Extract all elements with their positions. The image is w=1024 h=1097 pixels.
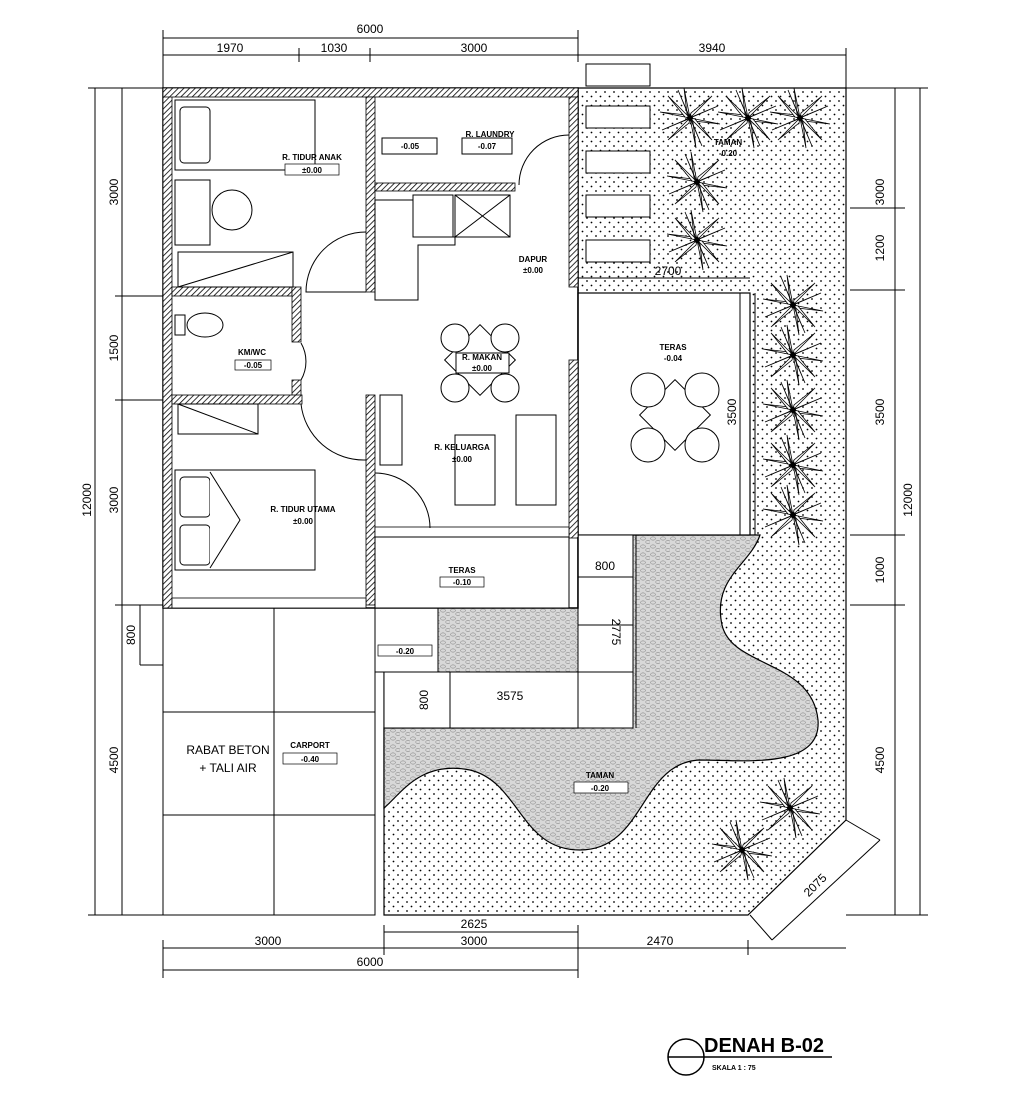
title-block: DENAH B-02 SKALA 1 : 75 — [667, 1035, 832, 1076]
svg-text:3000: 3000 — [255, 934, 282, 948]
svg-text:3000: 3000 — [461, 934, 488, 948]
svg-text:CARPORT: CARPORT — [290, 741, 330, 750]
svg-text:-0.07: -0.07 — [478, 142, 497, 151]
svg-text:2625: 2625 — [461, 917, 488, 931]
svg-text:±0.00: ±0.00 — [452, 455, 473, 464]
svg-text:±0.00: ±0.00 — [523, 266, 544, 275]
svg-text:-0.04: -0.04 — [664, 354, 683, 363]
svg-text:12000: 12000 — [80, 483, 94, 517]
svg-text:1030: 1030 — [321, 41, 348, 55]
furniture — [174, 99, 720, 571]
svg-text:3000: 3000 — [873, 178, 887, 205]
svg-text:KM/WC: KM/WC — [238, 348, 266, 357]
svg-text:3940: 3940 — [699, 41, 726, 55]
svg-text:-0.05: -0.05 — [244, 361, 263, 370]
svg-text:800: 800 — [124, 625, 138, 645]
svg-text:TERAS: TERAS — [448, 566, 476, 575]
svg-text:4500: 4500 — [873, 746, 887, 773]
svg-text:3000: 3000 — [107, 486, 121, 513]
svg-text:R. MAKAN: R. MAKAN — [462, 353, 502, 362]
building-walls — [162, 87, 579, 609]
svg-text:12000: 12000 — [901, 483, 915, 517]
svg-text:-0.05: -0.05 — [401, 142, 420, 151]
svg-text:2775: 2775 — [609, 619, 623, 646]
garden-path — [383, 534, 634, 729]
svg-text:+ TALI AIR: + TALI AIR — [199, 761, 257, 775]
svg-text:3000: 3000 — [107, 178, 121, 205]
svg-text:±0.00: ±0.00 — [472, 364, 493, 373]
drawing-title: DENAH B-02 — [704, 1035, 824, 1057]
svg-text:±0.00: ±0.00 — [293, 517, 314, 526]
svg-text:R. TIDUR UTAMA: R. TIDUR UTAMA — [270, 505, 335, 514]
svg-text:DAPUR: DAPUR — [519, 255, 548, 264]
svg-text:3500: 3500 — [725, 398, 739, 425]
svg-text:-0.20: -0.20 — [396, 647, 415, 656]
dimension-text: 6000 1970 1030 3000 3940 3000 1500 3000 … — [80, 22, 915, 969]
svg-text:6000: 6000 — [357, 955, 384, 969]
svg-text:1000: 1000 — [873, 556, 887, 583]
svg-text:TAMAN: TAMAN — [586, 771, 615, 780]
svg-text:R. KELUARGA: R. KELUARGA — [434, 443, 490, 452]
svg-text:1970: 1970 — [217, 41, 244, 55]
svg-text:1500: 1500 — [107, 334, 121, 361]
svg-text:2700: 2700 — [655, 264, 682, 278]
dimension-lines — [88, 30, 928, 978]
svg-text:3575: 3575 — [497, 689, 524, 703]
svg-text:800: 800 — [595, 559, 615, 573]
svg-text:-0.40: -0.40 — [301, 755, 320, 764]
svg-text:3500: 3500 — [873, 398, 887, 425]
stepping-stones — [585, 63, 651, 263]
svg-text:±0.00: ±0.00 — [302, 166, 323, 175]
svg-text:2470: 2470 — [647, 934, 674, 948]
drawing-scale: SKALA 1 : 75 — [712, 1065, 756, 1072]
svg-text:-0.10: -0.10 — [453, 578, 472, 587]
svg-text:3000: 3000 — [461, 41, 488, 55]
room-labels: R. TIDUR ANAK ±0.00 -0.05 R. LAUNDRY -0.… — [186, 130, 743, 794]
svg-text:TAMAN: TAMAN — [714, 138, 743, 147]
svg-text:RABAT BETON: RABAT BETON — [186, 743, 269, 757]
svg-text:-0.20: -0.20 — [591, 784, 610, 793]
svg-text:1200: 1200 — [873, 234, 887, 261]
svg-text:R. TIDUR ANAK: R. TIDUR ANAK — [282, 153, 342, 162]
doors — [300, 134, 570, 529]
svg-text:800: 800 — [417, 690, 431, 710]
svg-text:2075: 2075 — [801, 871, 830, 900]
svg-text:6000: 6000 — [357, 22, 384, 36]
svg-text:4500: 4500 — [107, 746, 121, 773]
svg-text:TERAS: TERAS — [659, 343, 687, 352]
carport-area — [162, 607, 439, 916]
svg-text:-0.20: -0.20 — [719, 149, 738, 158]
svg-text:R. LAUNDRY: R. LAUNDRY — [465, 130, 515, 139]
